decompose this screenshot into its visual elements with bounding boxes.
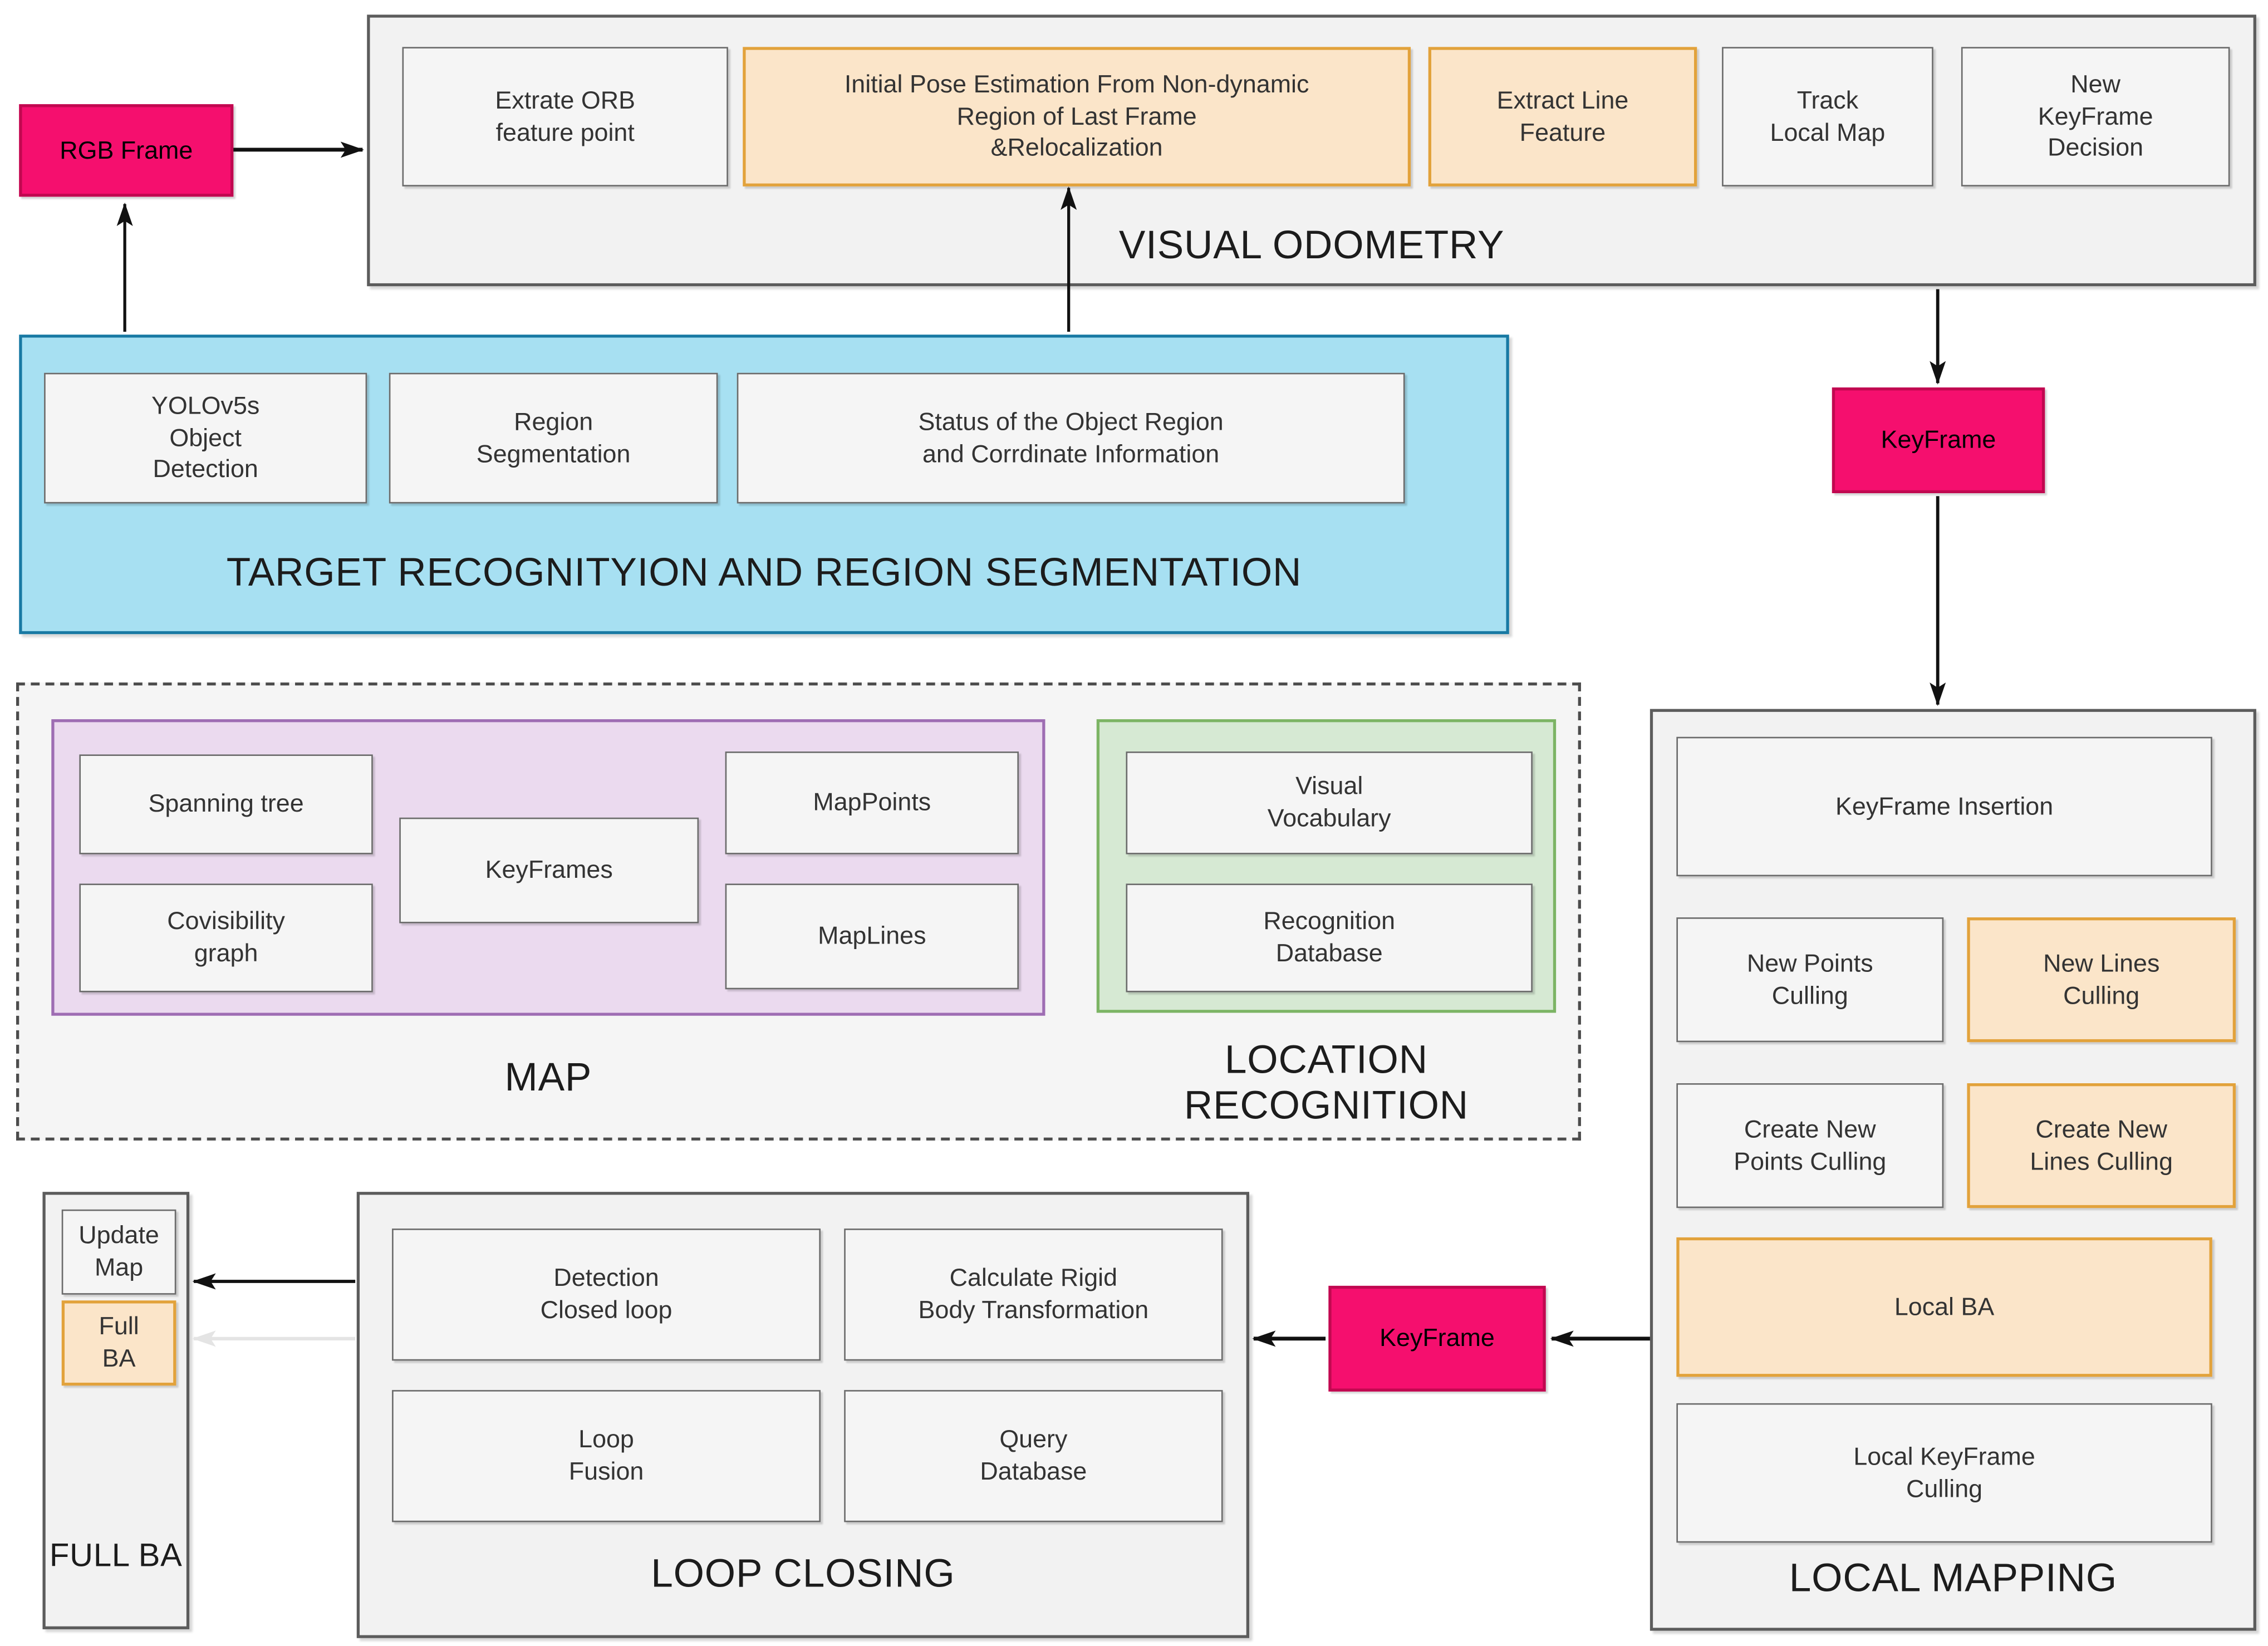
node-initial-pose: Initial Pose Estimation From Non-dynamic…	[743, 47, 1411, 186]
group-location-recognition: Visual Vocabulary Recognition Database	[1096, 719, 1557, 1013]
label-map: MAP	[504, 1055, 592, 1100]
label-target-recognition: TARGET RECOGNITYION AND REGION SEGMENTAT…	[226, 550, 1302, 594]
node-yolov5s-object-detection: YOLOv5s Object Detection	[44, 372, 367, 504]
label-local-mapping: LOCAL MAPPING	[1789, 1555, 2118, 1600]
section-local-mapping: KeyFrame Insertion New Points Culling Ne…	[1650, 709, 2256, 1631]
node-new-lines-culling: New Lines Culling	[1967, 917, 2236, 1043]
node-keyframes: KeyFrames	[399, 817, 699, 923]
node-rgb-frame: RGB Frame	[19, 104, 234, 197]
group-map: Spanning tree Covisibility graph KeyFram…	[51, 719, 1045, 1016]
node-create-new-points-culling: Create New Points Culling	[1676, 1083, 1944, 1208]
section-loop-closing: Detection Closed loop Calculate Rigid Bo…	[356, 1192, 1250, 1638]
node-spanning-tree: Spanning tree	[79, 754, 373, 854]
node-new-keyframe-decision: New KeyFrame Decision	[1961, 47, 2230, 186]
node-extract-line-feature: Extract Line Feature	[1428, 47, 1697, 186]
node-local-ba: Local BA	[1676, 1237, 2212, 1377]
label-full-ba: FULL BA	[49, 1536, 183, 1573]
section-map-container: Spanning tree Covisibility graph KeyFram…	[16, 682, 1581, 1141]
node-region-segmentation: Region Segmentation	[389, 372, 718, 504]
node-update-map: Update Map	[61, 1209, 176, 1295]
label-visual-odometry: VISUAL ODOMETRY	[1118, 223, 1505, 267]
node-status-object-region: Status of the Object Region and Corrdina…	[737, 372, 1405, 504]
node-recognition-database: Recognition Database	[1126, 883, 1533, 992]
node-loop-fusion: Loop Fusion	[392, 1390, 821, 1522]
node-visual-vocabulary: Visual Vocabulary	[1126, 751, 1533, 854]
node-map-points: MapPoints	[725, 751, 1019, 854]
node-extract-orb: Extrate ORB feature point	[402, 47, 728, 186]
label-loop-closing: LOOP CLOSING	[651, 1551, 955, 1596]
section-full-ba: Update Map Full BA FULL BA	[42, 1192, 190, 1629]
section-target-recognition: YOLOv5s Object Detection Region Segmenta…	[19, 335, 1509, 635]
node-calculate-rigid-body: Calculate Rigid Body Transformation	[844, 1229, 1223, 1361]
node-map-lines: MapLines	[725, 883, 1019, 990]
node-track-local-map: Track Local Map	[1722, 47, 1933, 186]
node-query-database: Query Database	[844, 1390, 1223, 1522]
node-keyframe-insertion: KeyFrame Insertion	[1676, 736, 2212, 877]
node-keyframe-bottom: KeyFrame	[1328, 1285, 1546, 1392]
node-keyframe-top: KeyFrame	[1832, 387, 2045, 493]
node-new-points-culling: New Points Culling	[1676, 917, 1944, 1043]
node-detection-closed-loop: Detection Closed loop	[392, 1229, 821, 1361]
node-create-new-lines-culling: Create New Lines Culling	[1967, 1083, 2236, 1208]
node-local-keyframe-culling: Local KeyFrame Culling	[1676, 1403, 2212, 1543]
label-location-recognition: LOCATION RECOGNITION	[1184, 1038, 1469, 1128]
section-visual-odometry: Extrate ORB feature point Initial Pose E…	[367, 14, 2256, 287]
node-full-ba: Full BA	[61, 1300, 176, 1386]
node-covisibility-graph: Covisibility graph	[79, 883, 373, 992]
